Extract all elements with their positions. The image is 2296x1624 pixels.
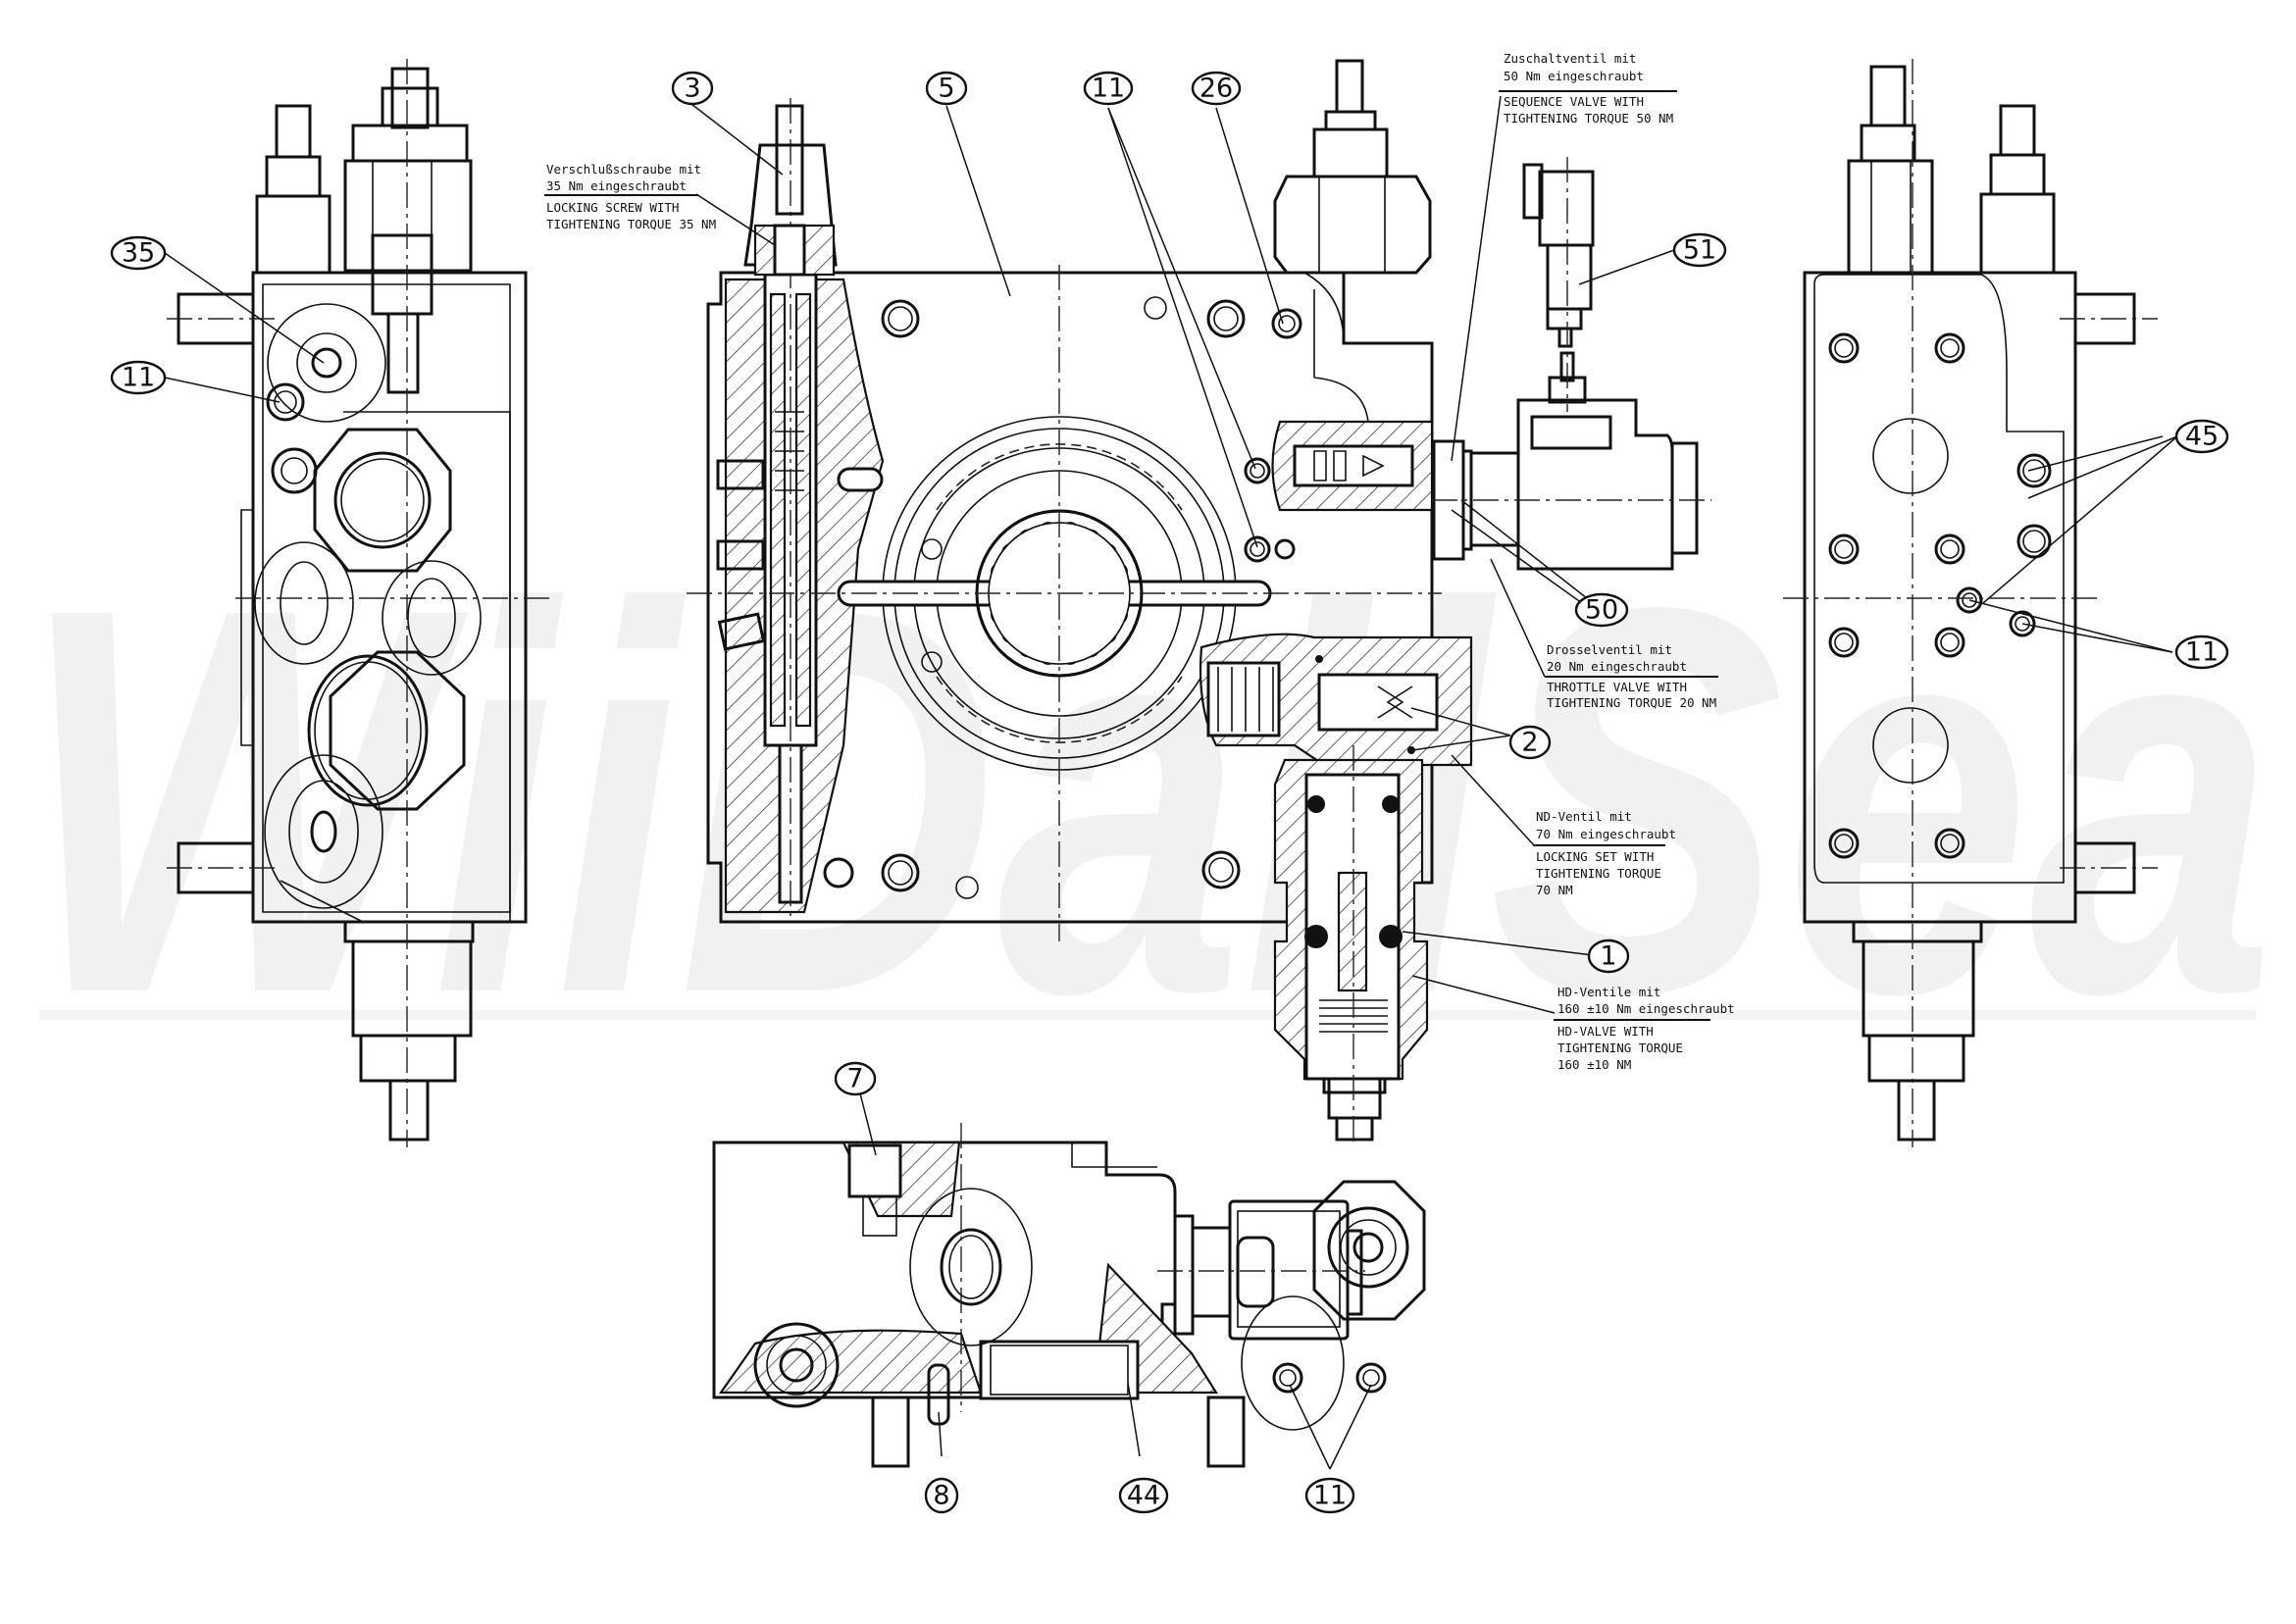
note-en-line: SEQUENCE VALVE WITH [1504, 94, 1644, 109]
balloon-1: 1 [1587, 939, 1630, 974]
note-en-line: TIGHTENING TORQUE 35 NM [546, 217, 716, 231]
bolt-hole [1940, 633, 1960, 652]
bolt-hole [2016, 453, 2052, 488]
note-de-line: Drosselventil mit [1547, 642, 1672, 657]
bolt-hole [1962, 592, 1977, 608]
balloon-label: 7 [846, 1064, 863, 1094]
note-en-line: TIGHTENING TORQUE 50 NM [1504, 111, 1673, 126]
bolt-hole [1940, 834, 1960, 853]
note-en-line: TIGHTENING TORQUE [1557, 1040, 1683, 1055]
balloon-11-left: 11 [110, 360, 167, 395]
note-throttle-valve: Drosselventil mit 20 Nm eingeschraubt TH… [1545, 642, 1718, 710]
bolt-hole [1828, 332, 1860, 364]
note-de-line: 70 Nm eingeschraubt [1536, 827, 1676, 841]
bolt-hole [1934, 828, 1965, 859]
balloon-11-bottom: 11 [1304, 1477, 1355, 1514]
balloon-label: 45 [2185, 422, 2219, 452]
balloon-2: 2 [1508, 725, 1552, 760]
balloon-11-right: 11 [2174, 634, 2229, 670]
bolt-hole [1834, 338, 1854, 358]
right-side-view [1783, 59, 2158, 1147]
note-de-line: 20 Nm eingeschraubt [1547, 659, 1687, 674]
bolt-hole [1940, 338, 1960, 358]
bolt-hole [1834, 633, 1854, 652]
note-hd-valve: HD-Ventile mit 160 ±10 Nm eingeschraubt … [1554, 985, 1735, 1072]
note-en-line: LOCKING SCREW WITH [546, 200, 679, 215]
balloon-7: 7 [834, 1061, 877, 1096]
bolt-hole [2016, 524, 2052, 559]
note-en-line: LOCKING SET WITH [1536, 849, 1654, 864]
balloon-44: 44 [1118, 1477, 1169, 1514]
balloon-label: 51 [1683, 235, 1716, 266]
bolt-hole [1834, 539, 1854, 559]
bolt-hole [1828, 627, 1860, 658]
balloon-51: 51 [1672, 232, 1727, 268]
balloon-11-top: 11 [1083, 71, 1134, 106]
balloon-label: 5 [938, 74, 954, 104]
bolt-hole [1834, 834, 1854, 853]
left-side-view [167, 59, 549, 1147]
note-de-line: 160 ±10 Nm eingeschraubt [1557, 1001, 1735, 1016]
note-de-line: ND-Ventil mit [1536, 809, 1632, 824]
bolt-hole [1934, 533, 1965, 565]
balloon-26: 26 [1191, 71, 1242, 106]
balloon-45: 45 [2174, 419, 2229, 454]
balloon-label: 2 [1521, 728, 1538, 758]
note-locking-screw: Verschlußschraube mit 35 Nm eingeschraub… [544, 162, 716, 231]
bottom-view [712, 1123, 1426, 1468]
bolt-hole [2022, 459, 2046, 482]
note-de-line: 50 Nm eingeschraubt [1504, 69, 1644, 83]
bolt-hole [1828, 533, 1860, 565]
note-de-line: HD-Ventile mit [1557, 985, 1660, 999]
balloon-5: 5 [925, 71, 968, 106]
note-de-line: Verschlußschraube mit [546, 162, 701, 177]
note-en-line: 70 NM [1536, 883, 1573, 897]
balloon-35: 35 [110, 235, 167, 271]
note-de-line: Zuschaltventil mit [1504, 51, 1636, 66]
note-en-line: TIGHTENING TORQUE [1536, 866, 1661, 881]
note-en-line: HD-VALVE WITH [1557, 1024, 1654, 1039]
balloon-8: 8 [924, 1477, 959, 1514]
bolt-hole [1940, 539, 1960, 559]
note-en-line: THROTTLE VALVE WITH [1547, 680, 1687, 694]
bolt-hole [2015, 616, 2030, 632]
balloon-label: 44 [1127, 1481, 1160, 1511]
balloon-label: 3 [684, 74, 700, 104]
balloon-label: 8 [933, 1481, 949, 1511]
balloon-label: 11 [1313, 1481, 1347, 1511]
balloon-50: 50 [1574, 592, 1629, 628]
leader-lines [164, 95, 2178, 1470]
main-section-view [687, 59, 1711, 1147]
balloon-label: 11 [122, 363, 155, 393]
note-de-line: 35 Nm eingeschraubt [546, 178, 687, 193]
balloon-3: 3 [671, 71, 714, 106]
bolt-hole [1828, 828, 1860, 859]
balloon-label: 1 [1600, 941, 1616, 972]
bolt-hole [1956, 586, 1983, 614]
balloon-label: 11 [2185, 637, 2219, 668]
balloon-label: 35 [122, 238, 155, 269]
bolt-hole [2009, 610, 2036, 637]
note-en-line: TIGHTENING TORQUE 20 NM [1547, 695, 1716, 710]
balloon-label: 26 [1199, 74, 1233, 104]
bolt-hole [1934, 332, 1965, 364]
note-nd-valve: ND-Ventil mit 70 Nm eingeschraubt LOCKIN… [1533, 809, 1676, 897]
balloon-label: 50 [1585, 595, 1618, 626]
bolt-hole [1934, 627, 1965, 658]
note-sequence-valve: Zuschaltventil mit 50 Nm eingeschraubt S… [1499, 51, 1677, 126]
note-en-line: 160 ±10 NM [1557, 1057, 1631, 1072]
bolt-hole [2022, 530, 2046, 553]
balloon-label: 11 [1092, 74, 1125, 104]
